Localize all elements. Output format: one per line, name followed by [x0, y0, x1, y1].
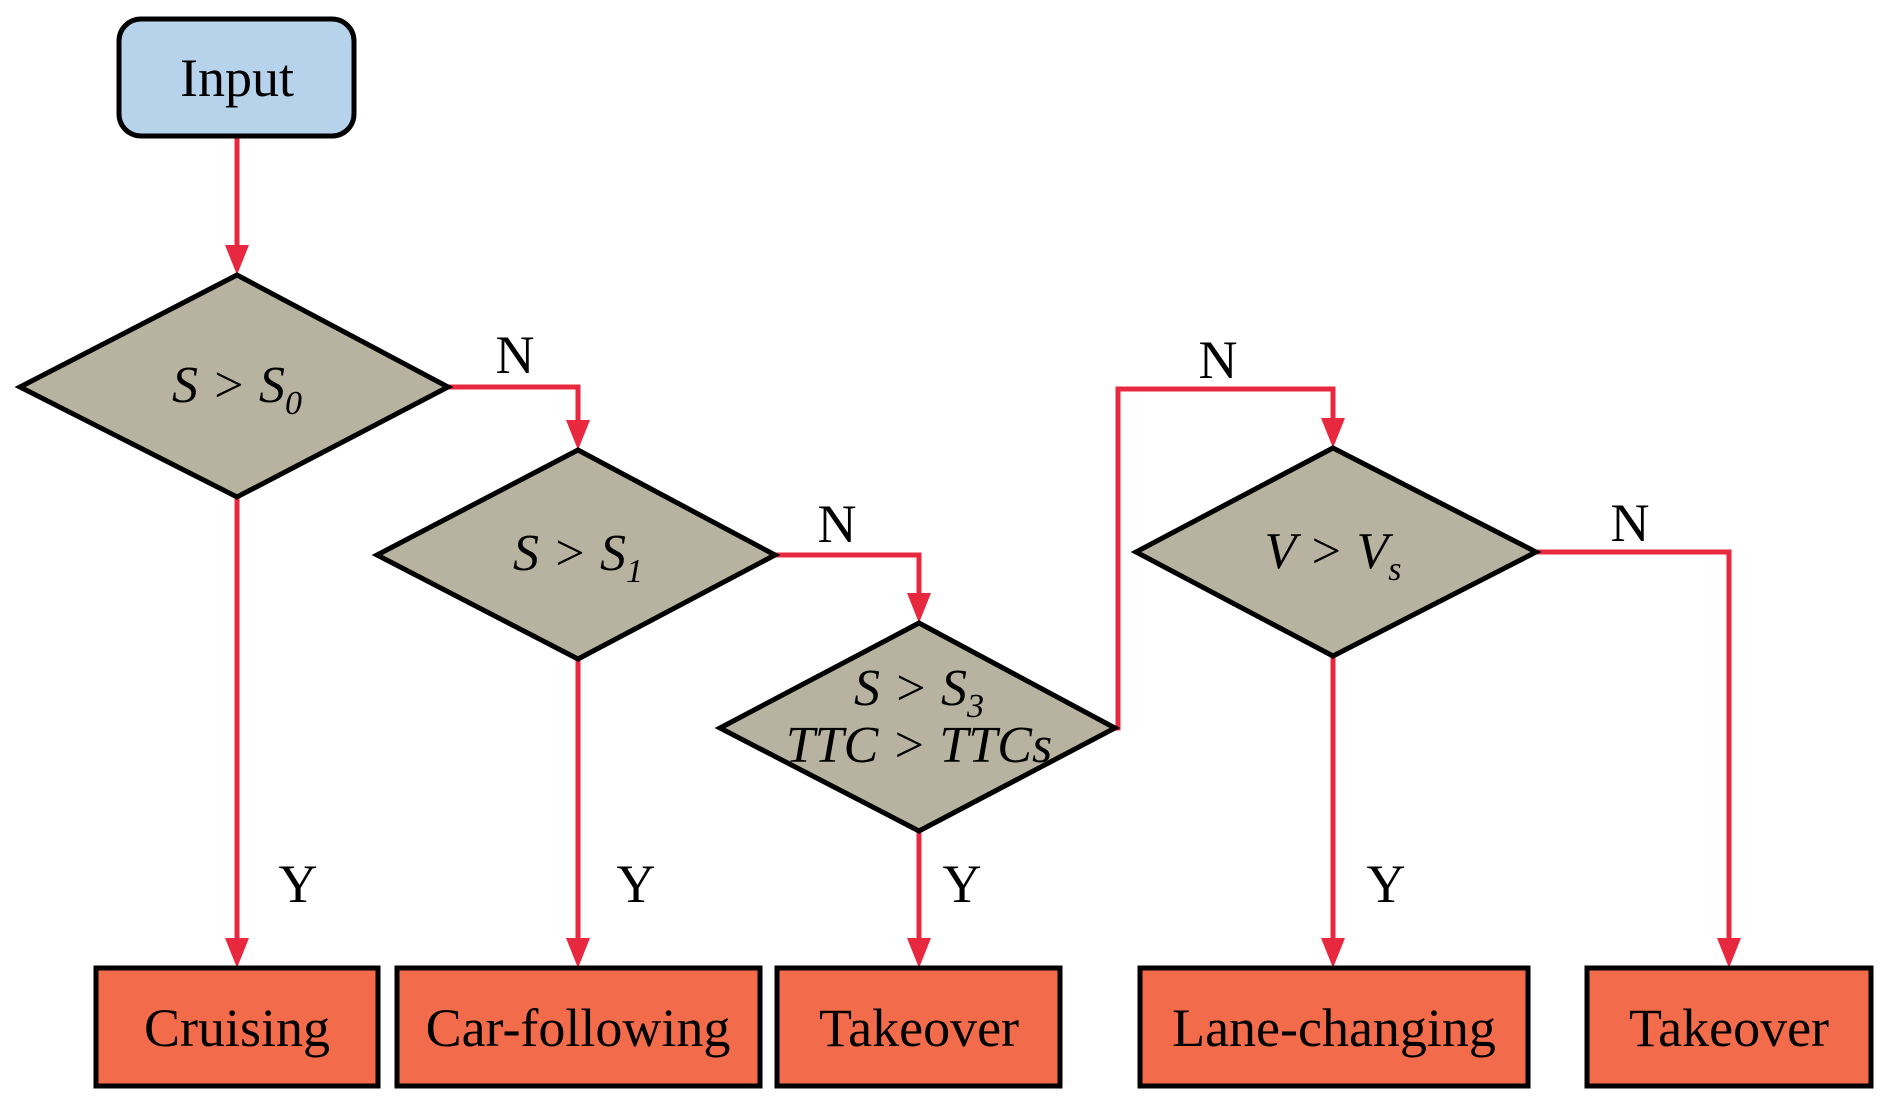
outcome-takeover-1-box: [774, 965, 1063, 1089]
label-n4: N: [1611, 493, 1650, 553]
decision-d3-line1-main: S > S: [854, 660, 967, 717]
label-n1: N: [496, 325, 535, 385]
arrowhead-d4: [1321, 418, 1345, 448]
decision-d2-condition: S > S1: [513, 525, 643, 590]
decision-d2-shape: [371, 447, 781, 662]
outcome-takeover-2-label: Takeover: [1629, 998, 1829, 1058]
arrowhead-d1: [225, 245, 249, 275]
decision-d3-line1-subscript: 3: [966, 688, 984, 725]
decision-d1-condition: S > S0: [172, 357, 302, 422]
arrowhead-d3: [907, 593, 931, 623]
edge-d2-to-d3: [775, 552, 922, 603]
decision-d3-line1: S > S3: [854, 660, 984, 725]
arrowhead-takeover-1: [907, 938, 931, 968]
input-label: Input: [180, 48, 294, 108]
outcome-takeover-2: Takeover: [1584, 965, 1874, 1089]
arrowhead-lane-changing: [1321, 938, 1345, 968]
outcome-lane-changing-label: Lane-changing: [1172, 998, 1496, 1058]
decision-d2: S > S1: [371, 447, 781, 662]
label-y1: Y: [279, 854, 318, 914]
edge-d4-to-takeover-2: [1536, 549, 1732, 948]
edges: [225, 136, 1741, 968]
decision-d3-line2: TTC > TTCs: [786, 717, 1052, 774]
label-y3: Y: [943, 854, 982, 914]
input-node: Input: [116, 16, 357, 139]
label-y2: Y: [617, 854, 656, 914]
edge-labels: N N N N Y Y Y Y: [279, 325, 1650, 914]
input-box: [116, 16, 357, 139]
outcome-cruising-label: Cruising: [144, 998, 330, 1058]
decision-d4: V > Vs: [1130, 445, 1542, 659]
outcome-takeover-1-label: Takeover: [819, 998, 1019, 1058]
outcome-takeover-2-box: [1584, 965, 1874, 1089]
outcome-car-following-label: Car-following: [426, 998, 731, 1058]
label-n3: N: [1199, 330, 1238, 390]
decision-d2-main: S > S: [513, 525, 626, 582]
outcome-car-following: Car-following: [394, 965, 763, 1089]
arrowhead-cruising: [225, 938, 249, 968]
decision-d2-subscript: 1: [626, 553, 643, 590]
decision-d1-subscript: 0: [285, 385, 302, 422]
decision-d4-main: V > V: [1265, 523, 1394, 580]
decision-d4-shape: [1130, 445, 1542, 659]
outcome-car-following-box: [394, 965, 763, 1089]
arrowhead-takeover-2: [1717, 938, 1741, 968]
arrowhead-car-following: [566, 938, 590, 968]
decision-d4-condition: V > Vs: [1265, 523, 1402, 588]
decision-d1-main: S > S: [172, 357, 285, 414]
label-n2: N: [818, 494, 857, 554]
outcome-cruising: Cruising: [93, 965, 381, 1089]
arrowhead-d2: [566, 420, 590, 450]
decision-d3: S > S3 TTC > TTCs: [714, 620, 1121, 834]
decision-d1: S > S0: [14, 272, 454, 500]
label-y4: Y: [1367, 854, 1406, 914]
decision-d4-subscript: s: [1388, 551, 1401, 588]
outcome-lane-changing: Lane-changing: [1137, 965, 1531, 1089]
outcome-takeover-1: Takeover: [774, 965, 1063, 1089]
decision-d1-shape: [14, 272, 454, 500]
outcome-cruising-box: [93, 965, 381, 1089]
decision-d3-shape: [714, 620, 1121, 834]
outcome-lane-changing-box: [1137, 965, 1531, 1089]
edge-d1-to-d2: [448, 384, 581, 430]
